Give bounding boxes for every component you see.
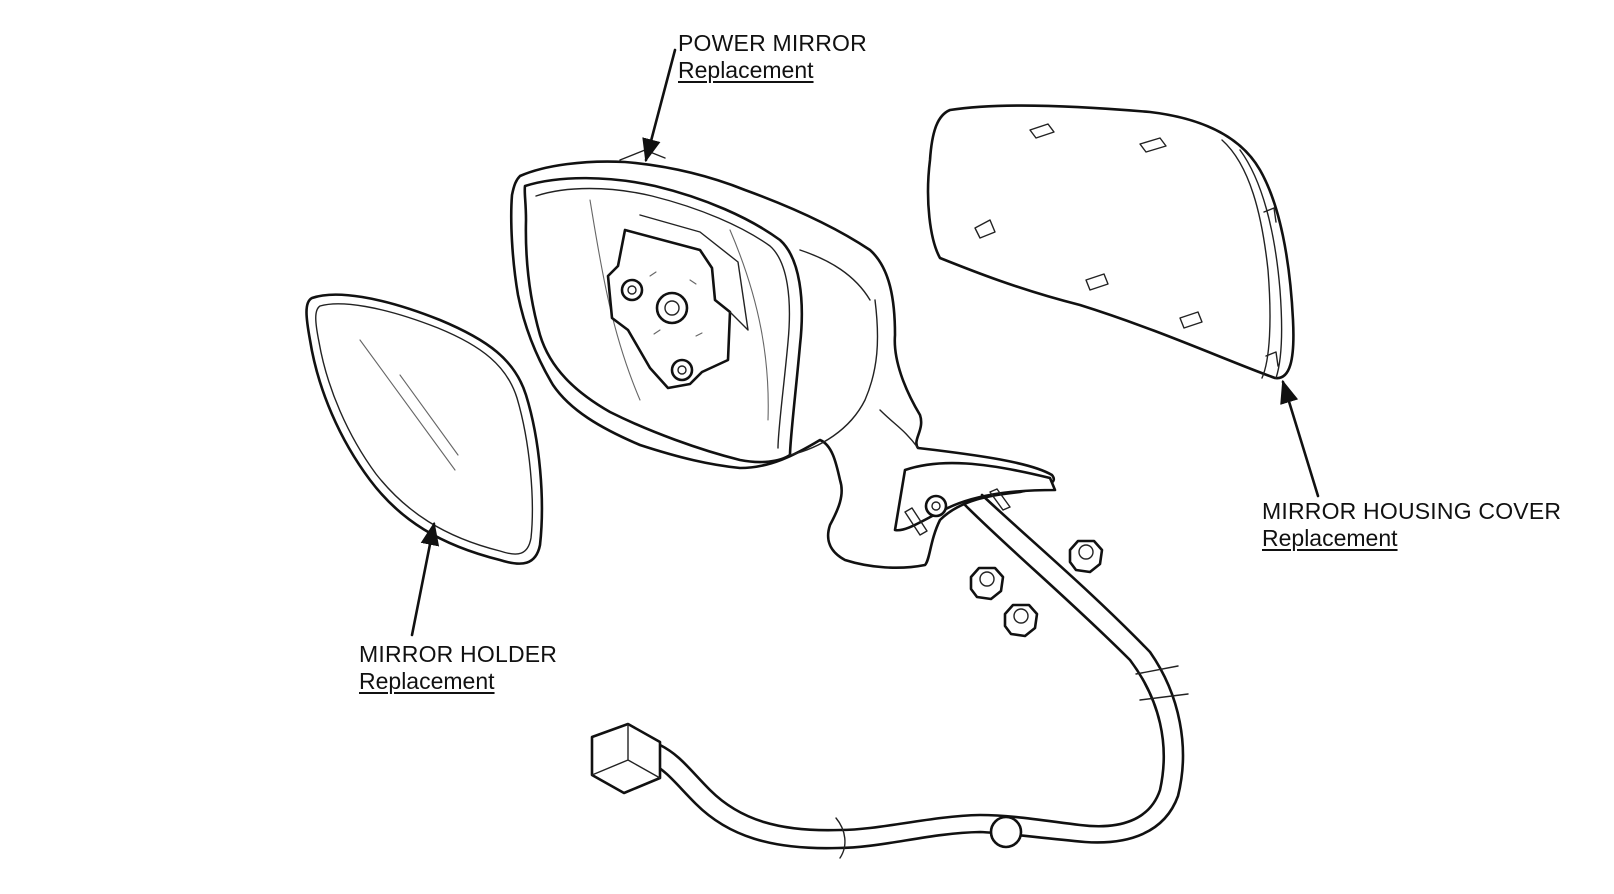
power-mirror-callout: POWER MIRROR Replacement (678, 30, 867, 84)
mirror-housing-leader (1280, 379, 1320, 498)
mirror-holder-leader (410, 521, 440, 637)
power-mirror-assembly (509, 149, 1057, 570)
mirror-housing-cover-title: MIRROR HOUSING COVER (1262, 498, 1562, 524)
mirror-housing-cover (926, 104, 1295, 380)
wiring-harness (590, 493, 1189, 859)
mirror-holder-replacement-link[interactable]: Replacement (359, 668, 495, 694)
mirror-holder-title: MIRROR HOLDER (359, 641, 558, 667)
mirror-holder-glass (305, 293, 544, 565)
power-mirror-leader (642, 48, 677, 163)
mirror-housing-cover-callout: MIRROR HOUSING COVER Replacement (1262, 498, 1561, 552)
power-mirror-title: POWER MIRROR (678, 30, 867, 56)
mounting-nuts (969, 539, 1104, 638)
mirror-housing-cover-replacement-link[interactable]: Replacement (1262, 525, 1398, 551)
mirror-holder-callout: MIRROR HOLDER Replacement (359, 641, 557, 695)
power-mirror-replacement-link[interactable]: Replacement (678, 57, 814, 83)
